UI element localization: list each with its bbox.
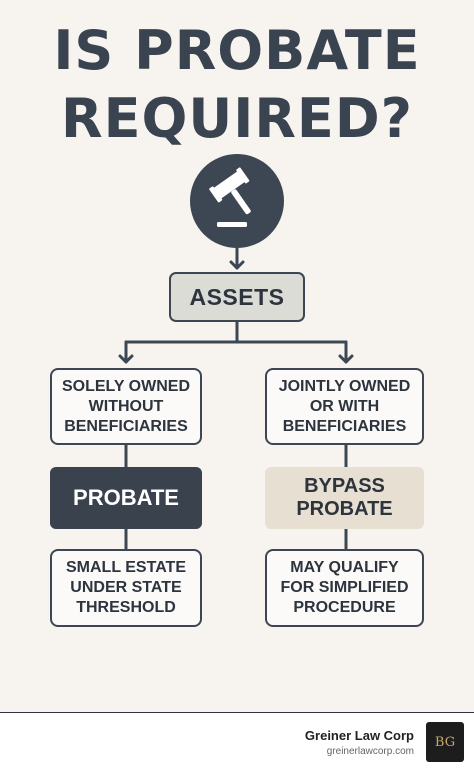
right-arrow-head	[338, 354, 354, 364]
right-condition-node: JOINTLY OWNED OR WITH BENEFICIARIES	[265, 368, 424, 445]
gavel-icon-circle	[190, 154, 284, 248]
left-condition-label: SOLELY OWNED WITHOUT BENEFICIARIES	[61, 377, 191, 435]
bypass-probate-node: BYPASS PROBATE	[265, 467, 424, 529]
left-arrow-head	[118, 354, 134, 364]
probate-node: PROBATE	[50, 467, 202, 529]
firm-url[interactable]: greinerlawcorp.com	[326, 746, 414, 757]
footer-divider	[0, 712, 474, 713]
title-line-1: IS PROBATE	[53, 19, 421, 82]
firm-logo: BG	[426, 722, 464, 762]
assets-node: ASSETS	[169, 272, 305, 322]
bypass-probate-label: BYPASS PROBATE	[296, 475, 393, 520]
left-condition-node: SOLELY OWNED WITHOUT BENEFICIARIES	[50, 368, 202, 445]
left-exception-label: SMALL ESTATE UNDER STATE THRESHOLD	[66, 559, 186, 616]
arrow-head-assets	[229, 260, 245, 270]
footer: Greiner Law Corp greinerlawcorp.com BG	[0, 713, 474, 771]
probate-label: PROBATE	[73, 485, 179, 510]
firm-name: Greiner Law Corp	[304, 728, 414, 743]
left-exception-node: SMALL ESTATE UNDER STATE THRESHOLD	[50, 549, 202, 627]
title-line-2: REQUIRED?	[61, 87, 413, 150]
right-exception-node: MAY QUALIFY FOR SIMPLIFIED PROCEDURE	[265, 549, 424, 627]
right-exception-label: MAY QUALIFY FOR SIMPLIFIED PROCEDURE	[280, 559, 409, 616]
right-condition-label: JOINTLY OWNED OR WITH BENEFICIARIES	[278, 377, 411, 435]
gavel-icon	[209, 167, 251, 227]
